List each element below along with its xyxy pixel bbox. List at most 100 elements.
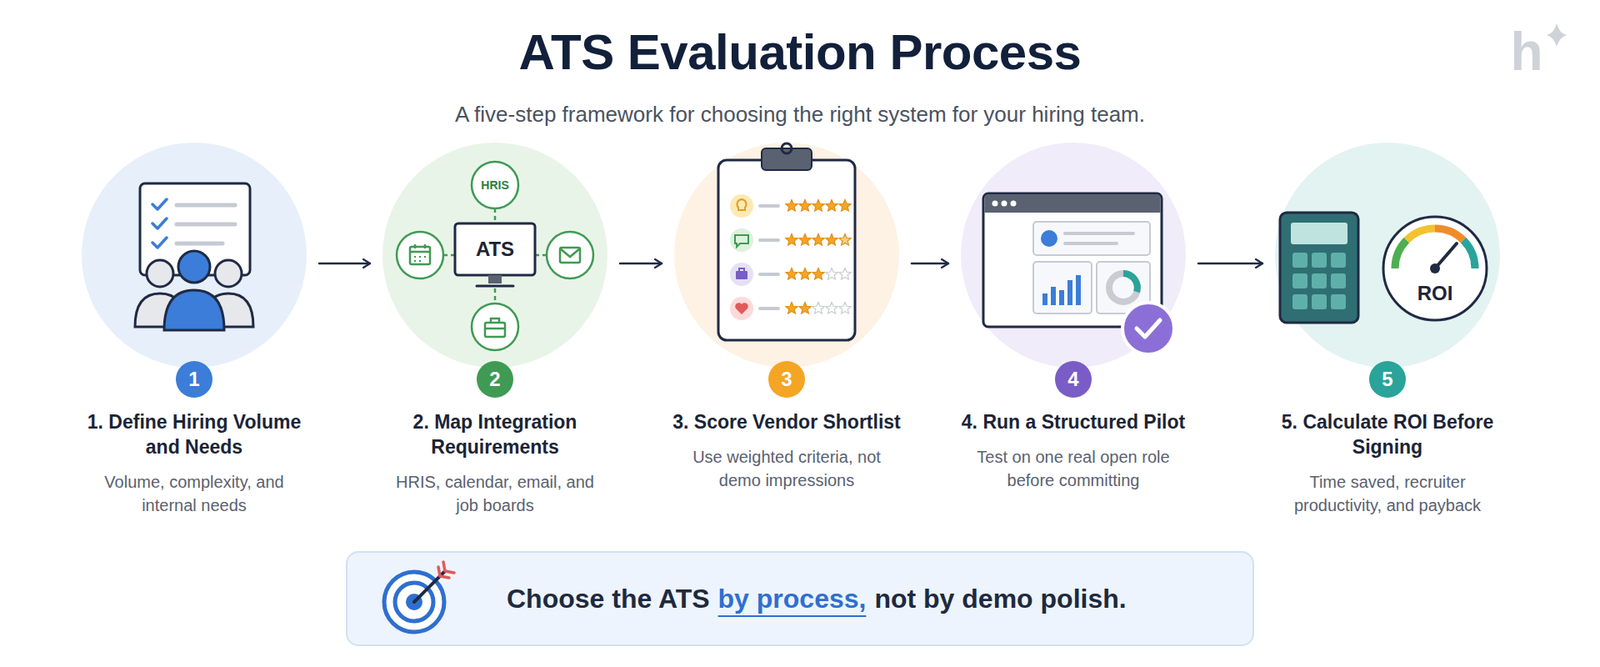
illustration-part [1292, 252, 1308, 268]
illustration-part [1395, 240, 1407, 269]
illustration-part [1010, 200, 1017, 207]
illustration-part [736, 199, 746, 210]
illustration-part [812, 302, 825, 315]
illustration-part [1546, 23, 1567, 47]
illustration-part [1383, 216, 1487, 320]
illustration-part [1040, 230, 1058, 247]
illustration-part [176, 205, 235, 244]
illustration-part [346, 551, 1254, 645]
illustration-part [414, 256, 426, 261]
step-description: Use weighted criteria, not demo impressi… [677, 445, 896, 492]
illustration-part [735, 302, 749, 315]
logo-sparkle [1546, 23, 1567, 47]
people-icon [135, 250, 254, 330]
illustration-part [438, 561, 455, 578]
illustration-part [730, 262, 754, 286]
banner-text: by process, [718, 583, 867, 615]
illustration-part [839, 302, 851, 315]
banner-text: Choose the ATS [506, 583, 710, 615]
illustration-part [812, 268, 825, 280]
banner-panel [346, 551, 1254, 645]
illustration-part [1065, 233, 1134, 244]
callout-number: 1 [188, 367, 200, 390]
illustration-part [674, 142, 900, 368]
illustration-part [825, 200, 838, 212]
illustration-part [410, 244, 430, 252]
illustration-part [455, 223, 535, 275]
step-description: HRIS, calendar, email, and job boards [385, 470, 605, 517]
illustration-part [485, 318, 505, 329]
illustration-part [825, 302, 838, 315]
gauge-label: ROI [1417, 281, 1454, 305]
illustration-part [1290, 222, 1348, 245]
scorecard-icon [718, 143, 855, 340]
illustration-part [1001, 200, 1008, 207]
system-label: ATS [475, 237, 515, 261]
illustration-part [471, 161, 519, 209]
callout-number: 5 [1381, 367, 1393, 390]
illustration-part [1292, 294, 1308, 310]
illustration-part [546, 231, 594, 279]
illustration-part [1311, 252, 1327, 268]
illustration-part [1292, 273, 1308, 289]
illustration-part [761, 148, 812, 170]
diagram-subtitle: A five-step framework for choosing the r… [0, 101, 1600, 128]
illustration-part [164, 290, 225, 330]
illustration-part [781, 143, 792, 154]
step-title: 4. Run a Structured Pilot [951, 410, 1195, 435]
illustration-part [485, 322, 505, 337]
illustration-part [471, 303, 519, 350]
illustration-part [1311, 294, 1327, 310]
illustration-part [1122, 302, 1175, 355]
illustration-part [1330, 252, 1346, 268]
illustration-part [825, 268, 838, 280]
illustration-part [215, 260, 242, 287]
illustration-part [396, 231, 444, 279]
step-circles [81, 142, 1500, 368]
illustration-part [760, 205, 779, 309]
illustration-part [1435, 228, 1464, 240]
step-number-badge: 1 [175, 360, 213, 398]
illustration-part [382, 142, 608, 368]
illustration-part [812, 234, 825, 246]
illustration-part [730, 194, 754, 218]
illustration-part [1136, 320, 1160, 337]
illustration-part [718, 160, 855, 340]
integration-icon [396, 161, 594, 350]
illustration-part [476, 285, 514, 288]
illustration-part [985, 194, 1161, 213]
illustration-part [1109, 273, 1138, 302]
illustration-part [178, 250, 210, 283]
illustration-part [152, 199, 167, 248]
illustration-part [146, 260, 174, 287]
step-number-badge: 2 [476, 360, 514, 398]
illustration-part [1330, 294, 1346, 310]
illustration-part [825, 234, 838, 246]
illustration-part [1275, 142, 1500, 368]
illustration-part [735, 270, 748, 280]
process-step: 1. Define Hiring Volume and NeedsVolume,… [72, 141, 316, 517]
flow-arrow [1198, 262, 1263, 265]
step-number-badge: 4 [1055, 360, 1092, 398]
process-step: 3. Score Vendor ShortlistUse weighted cr… [665, 141, 909, 492]
step-title: 2. Map Integration Requirements [373, 410, 617, 460]
illustration-part [839, 200, 851, 212]
illustration-part [799, 234, 811, 246]
illustration-part [1330, 273, 1346, 289]
illustration-part [1123, 273, 1138, 292]
illustration-part [384, 571, 445, 632]
illustration-part [730, 296, 754, 320]
step-number-badge: 5 [1369, 360, 1406, 398]
illustration-part [839, 268, 851, 280]
flow-arrow [911, 262, 949, 265]
flow-arrow [620, 262, 662, 265]
illustration-part [992, 200, 999, 207]
illustration-part [81, 142, 307, 368]
illustration-part [785, 268, 798, 280]
illustration-part [839, 234, 851, 246]
illustration-part [730, 228, 754, 252]
step-title: 1. Define Hiring Volume and Needs [72, 410, 316, 460]
illustration-part [799, 200, 811, 212]
